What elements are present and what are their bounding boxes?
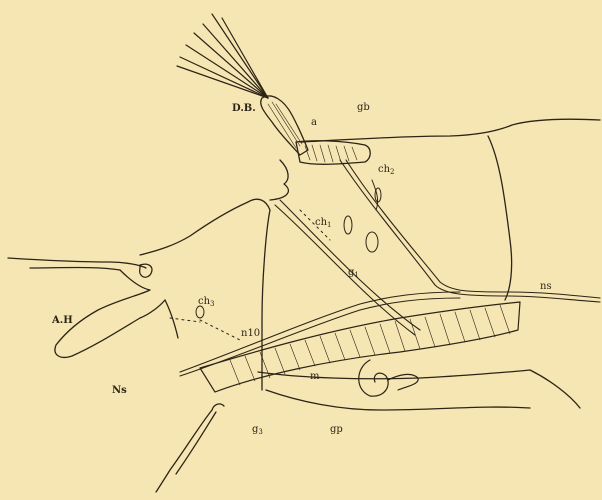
lower-appendage: [156, 404, 224, 492]
bristle-tuft: [177, 14, 268, 98]
dotted-lines: [170, 210, 330, 340]
label-ch3-text: ch: [198, 296, 210, 307]
label-g1-sub: 1: [354, 271, 358, 279]
label-g3-sub: 3: [258, 428, 262, 436]
label-ch3: ch3: [198, 297, 215, 308]
label-ah: A.H: [52, 316, 73, 326]
label-ns: ns: [540, 282, 552, 292]
head-region: [8, 258, 178, 357]
label-ch2-text: ch: [378, 164, 390, 175]
label-g3: g3: [252, 425, 263, 436]
label-m: m: [310, 372, 319, 382]
label-ch2-sub: 2: [390, 168, 394, 176]
label-gp: gp: [330, 425, 343, 435]
label-g1: g1: [348, 268, 359, 279]
small-organs: [196, 180, 381, 318]
label-a: a: [311, 118, 317, 128]
label-ch3-sub: 3: [210, 300, 214, 308]
label-ch2: ch2: [378, 165, 395, 176]
label-db: D.B.: [232, 104, 256, 114]
nerve-cords: [180, 160, 600, 376]
label-ch1: ch1: [315, 218, 332, 229]
label-ns-lower: Ns: [112, 386, 127, 396]
club-organ: [261, 96, 371, 164]
label-gb: gb: [357, 103, 370, 113]
label-ch1-text: ch: [315, 217, 327, 228]
label-n10: n10: [241, 329, 260, 339]
label-ch1-sub: 1: [327, 221, 331, 229]
